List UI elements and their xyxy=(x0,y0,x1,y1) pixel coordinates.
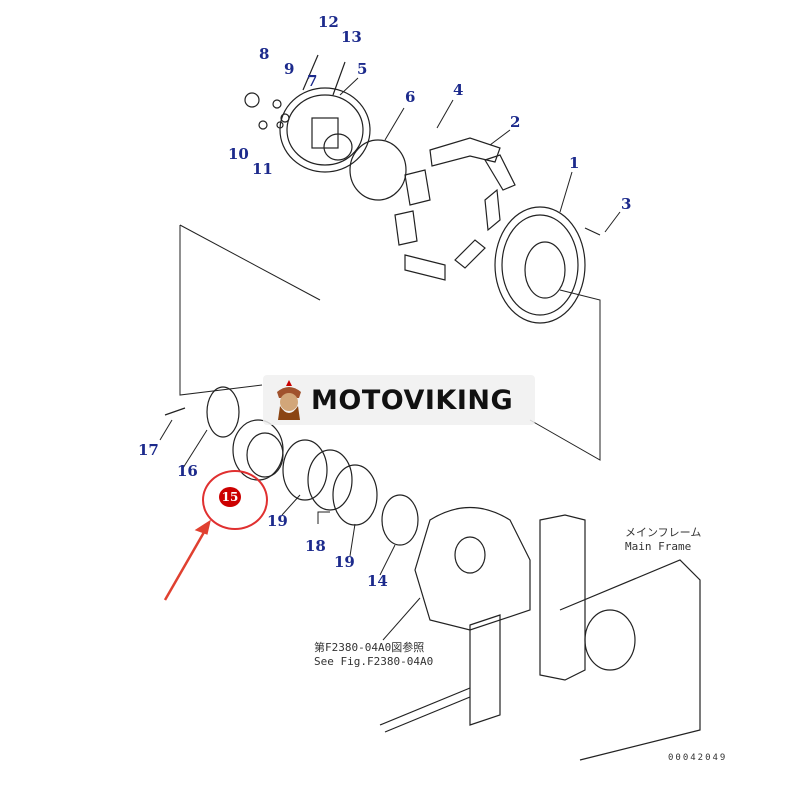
callout-18: 18 xyxy=(305,537,326,555)
watermark: MOTOVIKING xyxy=(263,375,535,425)
seal-14 xyxy=(381,494,419,546)
callout-14: 14 xyxy=(367,572,388,590)
callout-7: 7 xyxy=(307,72,318,90)
callout-10: 10 xyxy=(228,145,249,163)
drawing-id: 00042049 xyxy=(668,753,728,763)
hub-flange xyxy=(279,87,371,173)
callout-16: 16 xyxy=(177,462,198,480)
watermark-text: MOTOVIKING xyxy=(311,384,514,416)
callout-8: 8 xyxy=(259,45,270,63)
see-fig-note: 第F2380-04A0図参照 See Fig.F2380-04A0 xyxy=(314,641,433,669)
callout-19a: 19 xyxy=(267,512,288,530)
main-frame-label-jp: メインフレーム xyxy=(625,526,702,539)
callout-2: 2 xyxy=(510,113,521,131)
callout-15: 15 xyxy=(219,487,241,507)
main-frame-label-en: Main Frame xyxy=(625,540,692,553)
viking-logo-icon xyxy=(277,380,301,420)
see-fig-jp: 第F2380-04A0図参照 xyxy=(314,641,425,654)
callout-17: 17 xyxy=(138,441,159,459)
plate xyxy=(206,386,240,438)
callout-19b: 19 xyxy=(334,553,355,571)
callout-5: 5 xyxy=(357,60,368,78)
highlight-circle xyxy=(202,470,268,530)
final-drive-case xyxy=(414,506,531,631)
main-frame-label: メインフレーム Main Frame xyxy=(625,526,701,554)
callout-13: 13 xyxy=(341,28,362,46)
main-frame xyxy=(379,514,701,761)
callout-1: 1 xyxy=(569,154,580,172)
red-arrow xyxy=(163,526,209,601)
sprocket xyxy=(494,206,586,324)
callout-12: 12 xyxy=(318,13,339,31)
callout-6: 6 xyxy=(405,88,416,106)
callout-9: 9 xyxy=(284,60,295,78)
callout-4: 4 xyxy=(453,81,464,99)
sprocket-segments xyxy=(394,137,516,281)
callout-3: 3 xyxy=(621,195,632,213)
see-fig-en: See Fig.F2380-04A0 xyxy=(314,655,434,668)
callout-11: 11 xyxy=(252,160,273,178)
o-ring xyxy=(349,139,407,201)
